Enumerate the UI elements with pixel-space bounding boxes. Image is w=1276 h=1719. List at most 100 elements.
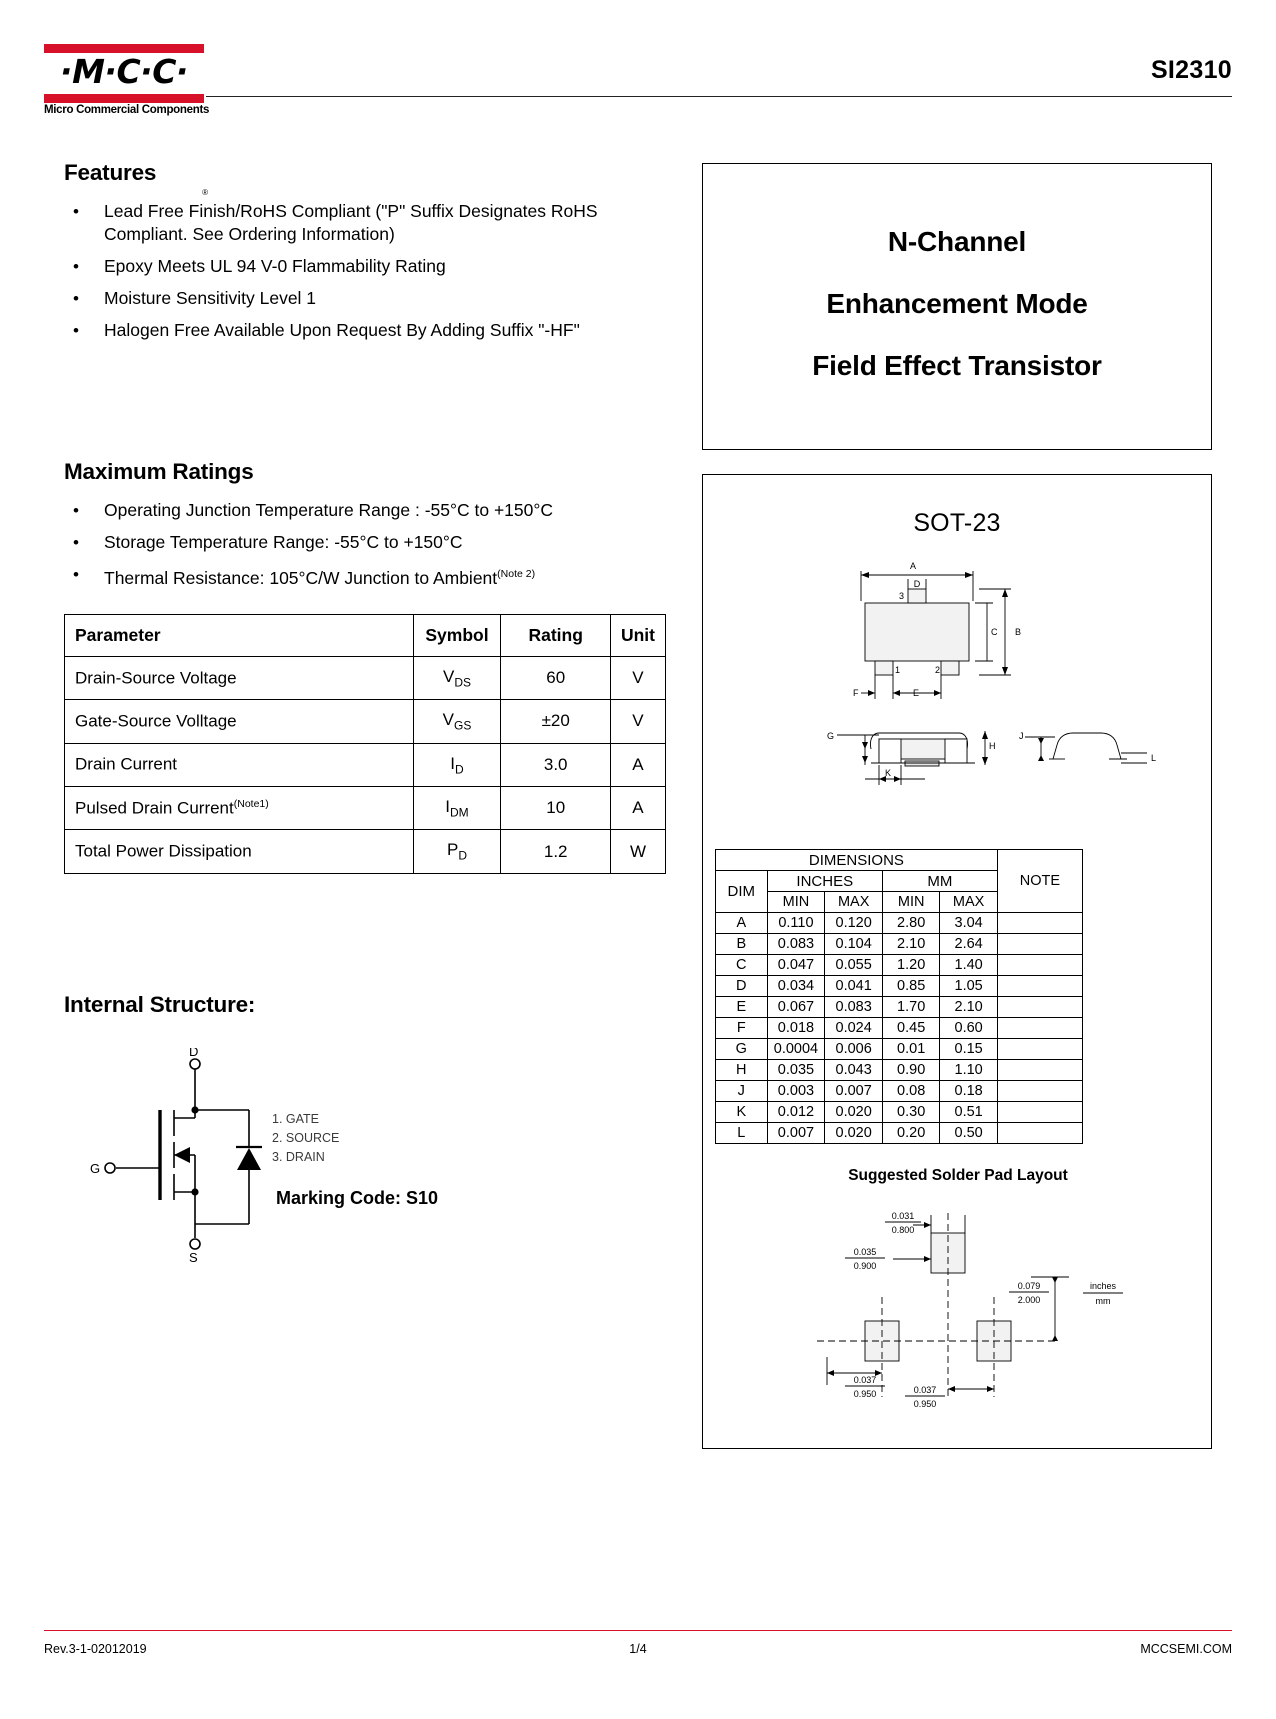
solder-dim-bottom: 2.000 [1018, 1295, 1041, 1305]
column-header-note: NOTE [996, 849, 1084, 913]
cell-mm-min: 2.80 [881, 912, 941, 934]
table-row: Drain Current ID 3.0 A [64, 742, 667, 788]
solder-dim-top: 0.031 [892, 1211, 915, 1221]
solder-unit-bottom: mm [1096, 1296, 1111, 1306]
product-title-line-1: N-Channel [887, 226, 1027, 257]
column-header-inches-max: MAX [824, 891, 883, 913]
list-item: •Epoxy Meets UL 94 V-0 Flammability Rati… [64, 255, 664, 278]
symbol-main: V [442, 666, 455, 686]
svg-text:J: J [1019, 731, 1024, 741]
table-header-row: DIM INCHES MM [715, 870, 1083, 913]
rating-bullet-text: Storage Temperature Range: -55°C to +150… [104, 532, 463, 552]
cell-unit: A [609, 785, 667, 831]
website-link[interactable]: MCCSEMI.COM [1140, 1642, 1232, 1656]
maximum-ratings-list: • Operating Junction Temperature Range : … [64, 499, 664, 590]
cell-inches-max: 0.041 [824, 975, 883, 997]
cell-note [996, 1017, 1084, 1039]
cell-note [996, 996, 1084, 1018]
svg-text:F: F [853, 688, 859, 698]
cell-inches-max: 0.020 [824, 1101, 883, 1123]
bullet-icon: • [73, 202, 79, 221]
cell-note [996, 1101, 1084, 1123]
svg-text:B: B [1015, 627, 1021, 637]
dimensions-table-wrapper: DIMENSIONS NOTE DIM INCHES MM MIN MAX MI… [715, 849, 1085, 1144]
feature-text: Moisture Sensitivity Level 1 [104, 288, 317, 308]
terminal-label-g: G [90, 1161, 100, 1176]
cell-mm-min: 0.01 [881, 1038, 941, 1060]
cell-inches-max: 0.020 [824, 1122, 883, 1144]
marking-code-label: Marking Code: S10 [276, 1187, 439, 1208]
cell-symbol: IDM [412, 785, 502, 831]
cell-symbol: VGS [412, 699, 502, 744]
parameter-label: Drain-Source Voltage [75, 668, 237, 688]
cell-rating: 1.2 [500, 829, 611, 874]
page-number: 1/4 [629, 1642, 647, 1656]
symbol-main: I [445, 797, 451, 816]
cell-dim: C [715, 954, 768, 976]
feature-text: Halogen Free Available Upon Request By A… [104, 320, 580, 340]
svg-text:L: L [1151, 753, 1156, 763]
svg-text:3: 3 [899, 591, 904, 601]
features-list: •Lead Free Finish/RoHS Compliant ("P" Su… [64, 200, 664, 342]
column-header-rating: Rating [500, 613, 611, 657]
column-header-inches: INCHES [766, 870, 883, 892]
cell-mm-min: 0.85 [881, 975, 941, 997]
cell-inches-min: 0.110 [766, 912, 826, 934]
table-row: Total Power Dissipation PD 1.2 W [64, 829, 667, 874]
svg-text:1: 1 [895, 665, 900, 675]
parameter-label: Total Power Dissipation [75, 841, 252, 861]
table-header-row: DIMENSIONS NOTE [715, 849, 1084, 913]
maximum-ratings-heading: Maximum Ratings [64, 459, 254, 484]
list-item: •Operating Junction Temperature Range : … [64, 499, 664, 522]
pin-legend-item: 1. GATE [272, 1111, 320, 1126]
bullet-icon: • [73, 533, 79, 552]
cell-dim: H [715, 1059, 768, 1081]
footnote-marker: (Note1) [233, 797, 269, 810]
cell-mm-max: 0.18 [939, 1080, 998, 1102]
product-title-line-3: Field Effect Transistor [812, 350, 1102, 381]
cell-mm-max: 0.51 [939, 1101, 998, 1123]
cell-note [996, 975, 1084, 997]
cell-mm-min: 0.90 [881, 1059, 941, 1081]
rating-bullet-text: Operating Junction Temperature Range : -… [104, 500, 554, 520]
cell-rating: 3.0 [500, 742, 611, 788]
cell-parameter: Drain-Source Voltage [64, 655, 414, 701]
terminal-label-d: D [189, 1048, 198, 1059]
cell-inches-max: 0.120 [824, 912, 883, 934]
cell-inches-min: 0.018 [766, 1017, 826, 1039]
solder-unit-top: inches [1090, 1281, 1117, 1291]
cell-mm-min: 1.70 [881, 996, 941, 1018]
cell-note [996, 1122, 1084, 1144]
cell-unit: V [609, 699, 667, 744]
cell-mm-max: 2.10 [939, 996, 998, 1018]
cell-inches-min: 0.012 [766, 1101, 826, 1123]
cell-mm-min: 1.20 [881, 954, 941, 976]
solder-pad-layout-drawing: 0.031 0.800 0.035 0.900 0.079 2.000 inch… [817, 1211, 1123, 1407]
cell-parameter: Pulsed Drain Current(Note1) [64, 785, 414, 831]
cell-mm-max: 0.50 [939, 1122, 998, 1144]
svg-text:H: H [989, 741, 996, 751]
solder-dim-top: 0.037 [854, 1375, 877, 1385]
internal-structure-section: Internal Structure: [64, 992, 664, 1263]
header-divider [206, 96, 1232, 97]
cell-inches-max: 0.007 [824, 1080, 883, 1102]
cell-parameter: Total Power Dissipation [64, 829, 414, 874]
table-row: Pulsed Drain Current(Note1) IDM 10 A [64, 785, 667, 831]
footnote-marker: (Note 2) [497, 568, 536, 580]
package-outline-panel: SOT-23 A D [702, 474, 1212, 1449]
pin-legend-item: 3. DRAIN [272, 1149, 325, 1164]
table-row: Drain-Source Voltage VDS 60 V [64, 655, 667, 701]
product-title-line-2: Enhancement Mode [826, 288, 1088, 319]
cell-note [996, 1038, 1084, 1060]
pin-legend: 1. GATE 2. SOURCE 3. DRAIN [272, 1110, 339, 1167]
cell-mm-max: 1.10 [939, 1059, 998, 1081]
list-item: •Lead Free Finish/RoHS Compliant ("P" Su… [64, 200, 664, 246]
cell-mm-min: 0.30 [881, 1101, 941, 1123]
dimensions-table: DIMENSIONS NOTE DIM INCHES MM MIN MAX MI… [715, 849, 1084, 1144]
